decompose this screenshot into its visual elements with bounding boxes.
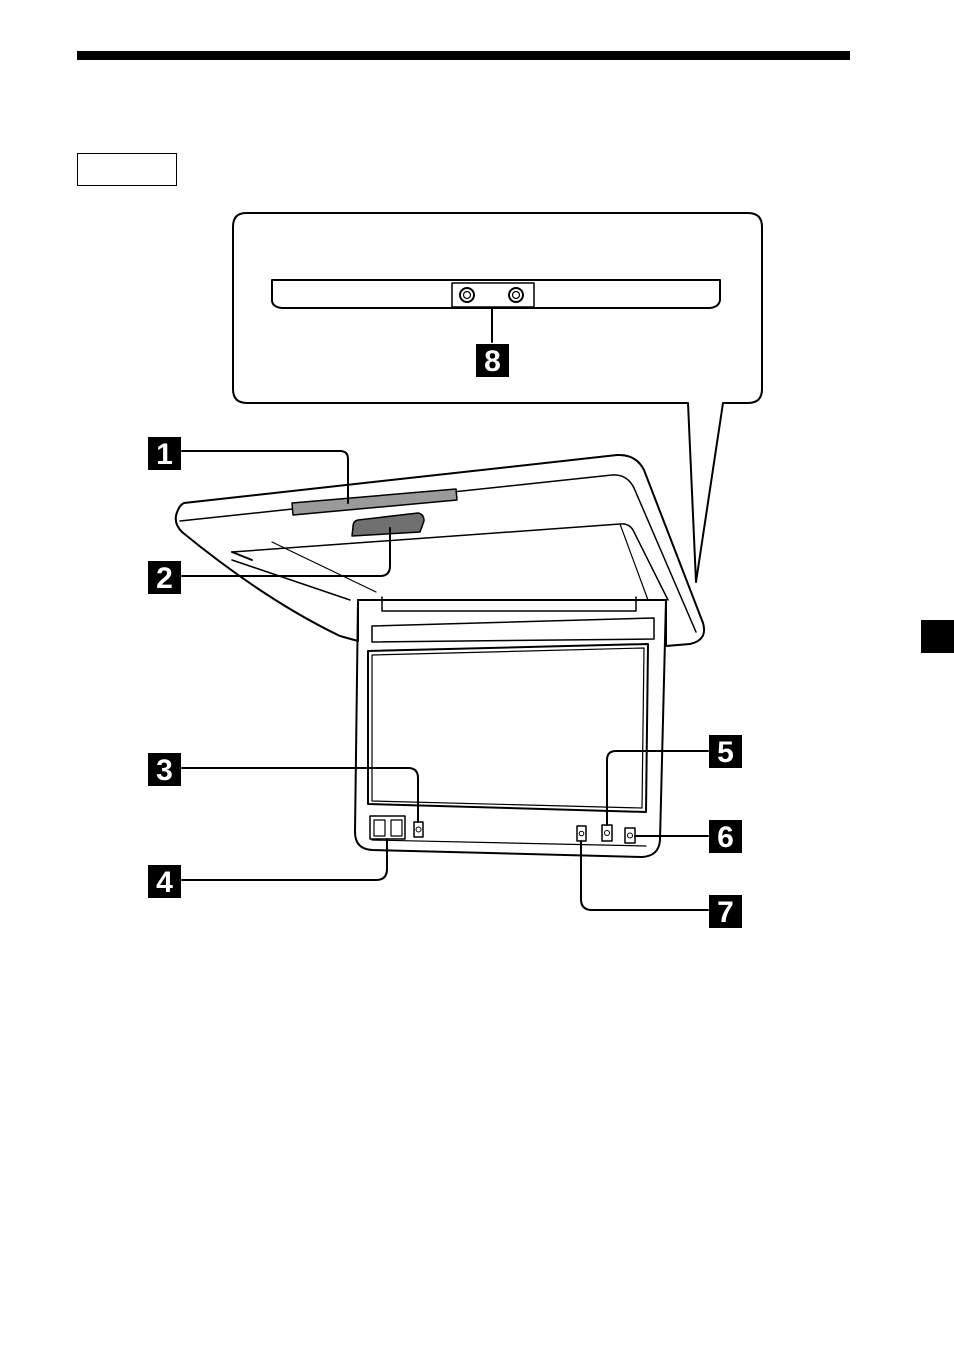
- disc-slot: [292, 489, 457, 515]
- callout-6-label: 6: [717, 821, 734, 854]
- leader-7: [581, 841, 708, 910]
- headphone-jack-left-icon: [460, 288, 474, 302]
- callout-3: 3: [148, 753, 181, 787]
- leader-4: [182, 839, 387, 880]
- housing-bottom-slope: [232, 560, 350, 600]
- jack-panel: [452, 283, 534, 307]
- monitor-hinge-strip: [372, 618, 654, 642]
- callout-6: 6: [709, 820, 742, 854]
- housing-front-face: [232, 524, 668, 600]
- callout-8: 8: [476, 344, 509, 378]
- control-7-icon: [577, 826, 586, 841]
- callout-8-label: 8: [484, 345, 501, 378]
- indicator-3-icon: [414, 822, 423, 837]
- callout-2: 2: [148, 561, 181, 595]
- callout-7-label: 7: [717, 896, 734, 929]
- buttons-4-icon: [370, 816, 405, 839]
- sensor-window: [352, 513, 424, 536]
- callout-1: 1: [148, 437, 181, 471]
- leader-5: [607, 751, 708, 825]
- leader-1: [182, 451, 348, 503]
- control-6-icon: [625, 828, 635, 843]
- housing-lower-edge: [232, 552, 252, 560]
- headphone-jack-right-icon: [509, 288, 523, 302]
- inset-unit-edge: [272, 280, 720, 308]
- lcd-screen-inner: [372, 648, 644, 808]
- monitor-panel: [355, 600, 666, 857]
- callout-5-label: 5: [717, 736, 734, 769]
- callout-3-label: 3: [156, 754, 173, 787]
- callout-2-label: 2: [156, 562, 173, 595]
- control-5-icon: [602, 825, 612, 841]
- callout-4-label: 4: [156, 866, 173, 899]
- callout-1-label: 1: [156, 438, 173, 471]
- leader-3: [182, 768, 418, 822]
- inset-bubble: [233, 213, 762, 582]
- callout-4: 4: [148, 865, 181, 899]
- callout-5: 5: [709, 735, 742, 769]
- callout-7: 7: [709, 895, 742, 929]
